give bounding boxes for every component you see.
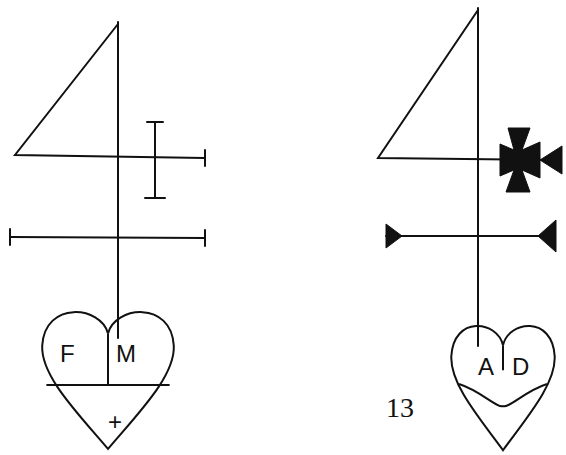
heart-letter: D	[512, 355, 529, 379]
heart-letter: +	[108, 410, 122, 434]
heart-letter: M	[116, 342, 136, 366]
heart-outline	[448, 315, 558, 453]
heart-shape: F M +	[38, 300, 178, 452]
heart-letter: A	[478, 355, 494, 379]
heart-letter: F	[60, 342, 75, 366]
heart-shape: AD	[448, 315, 558, 453]
figure-number: 13	[386, 394, 414, 422]
